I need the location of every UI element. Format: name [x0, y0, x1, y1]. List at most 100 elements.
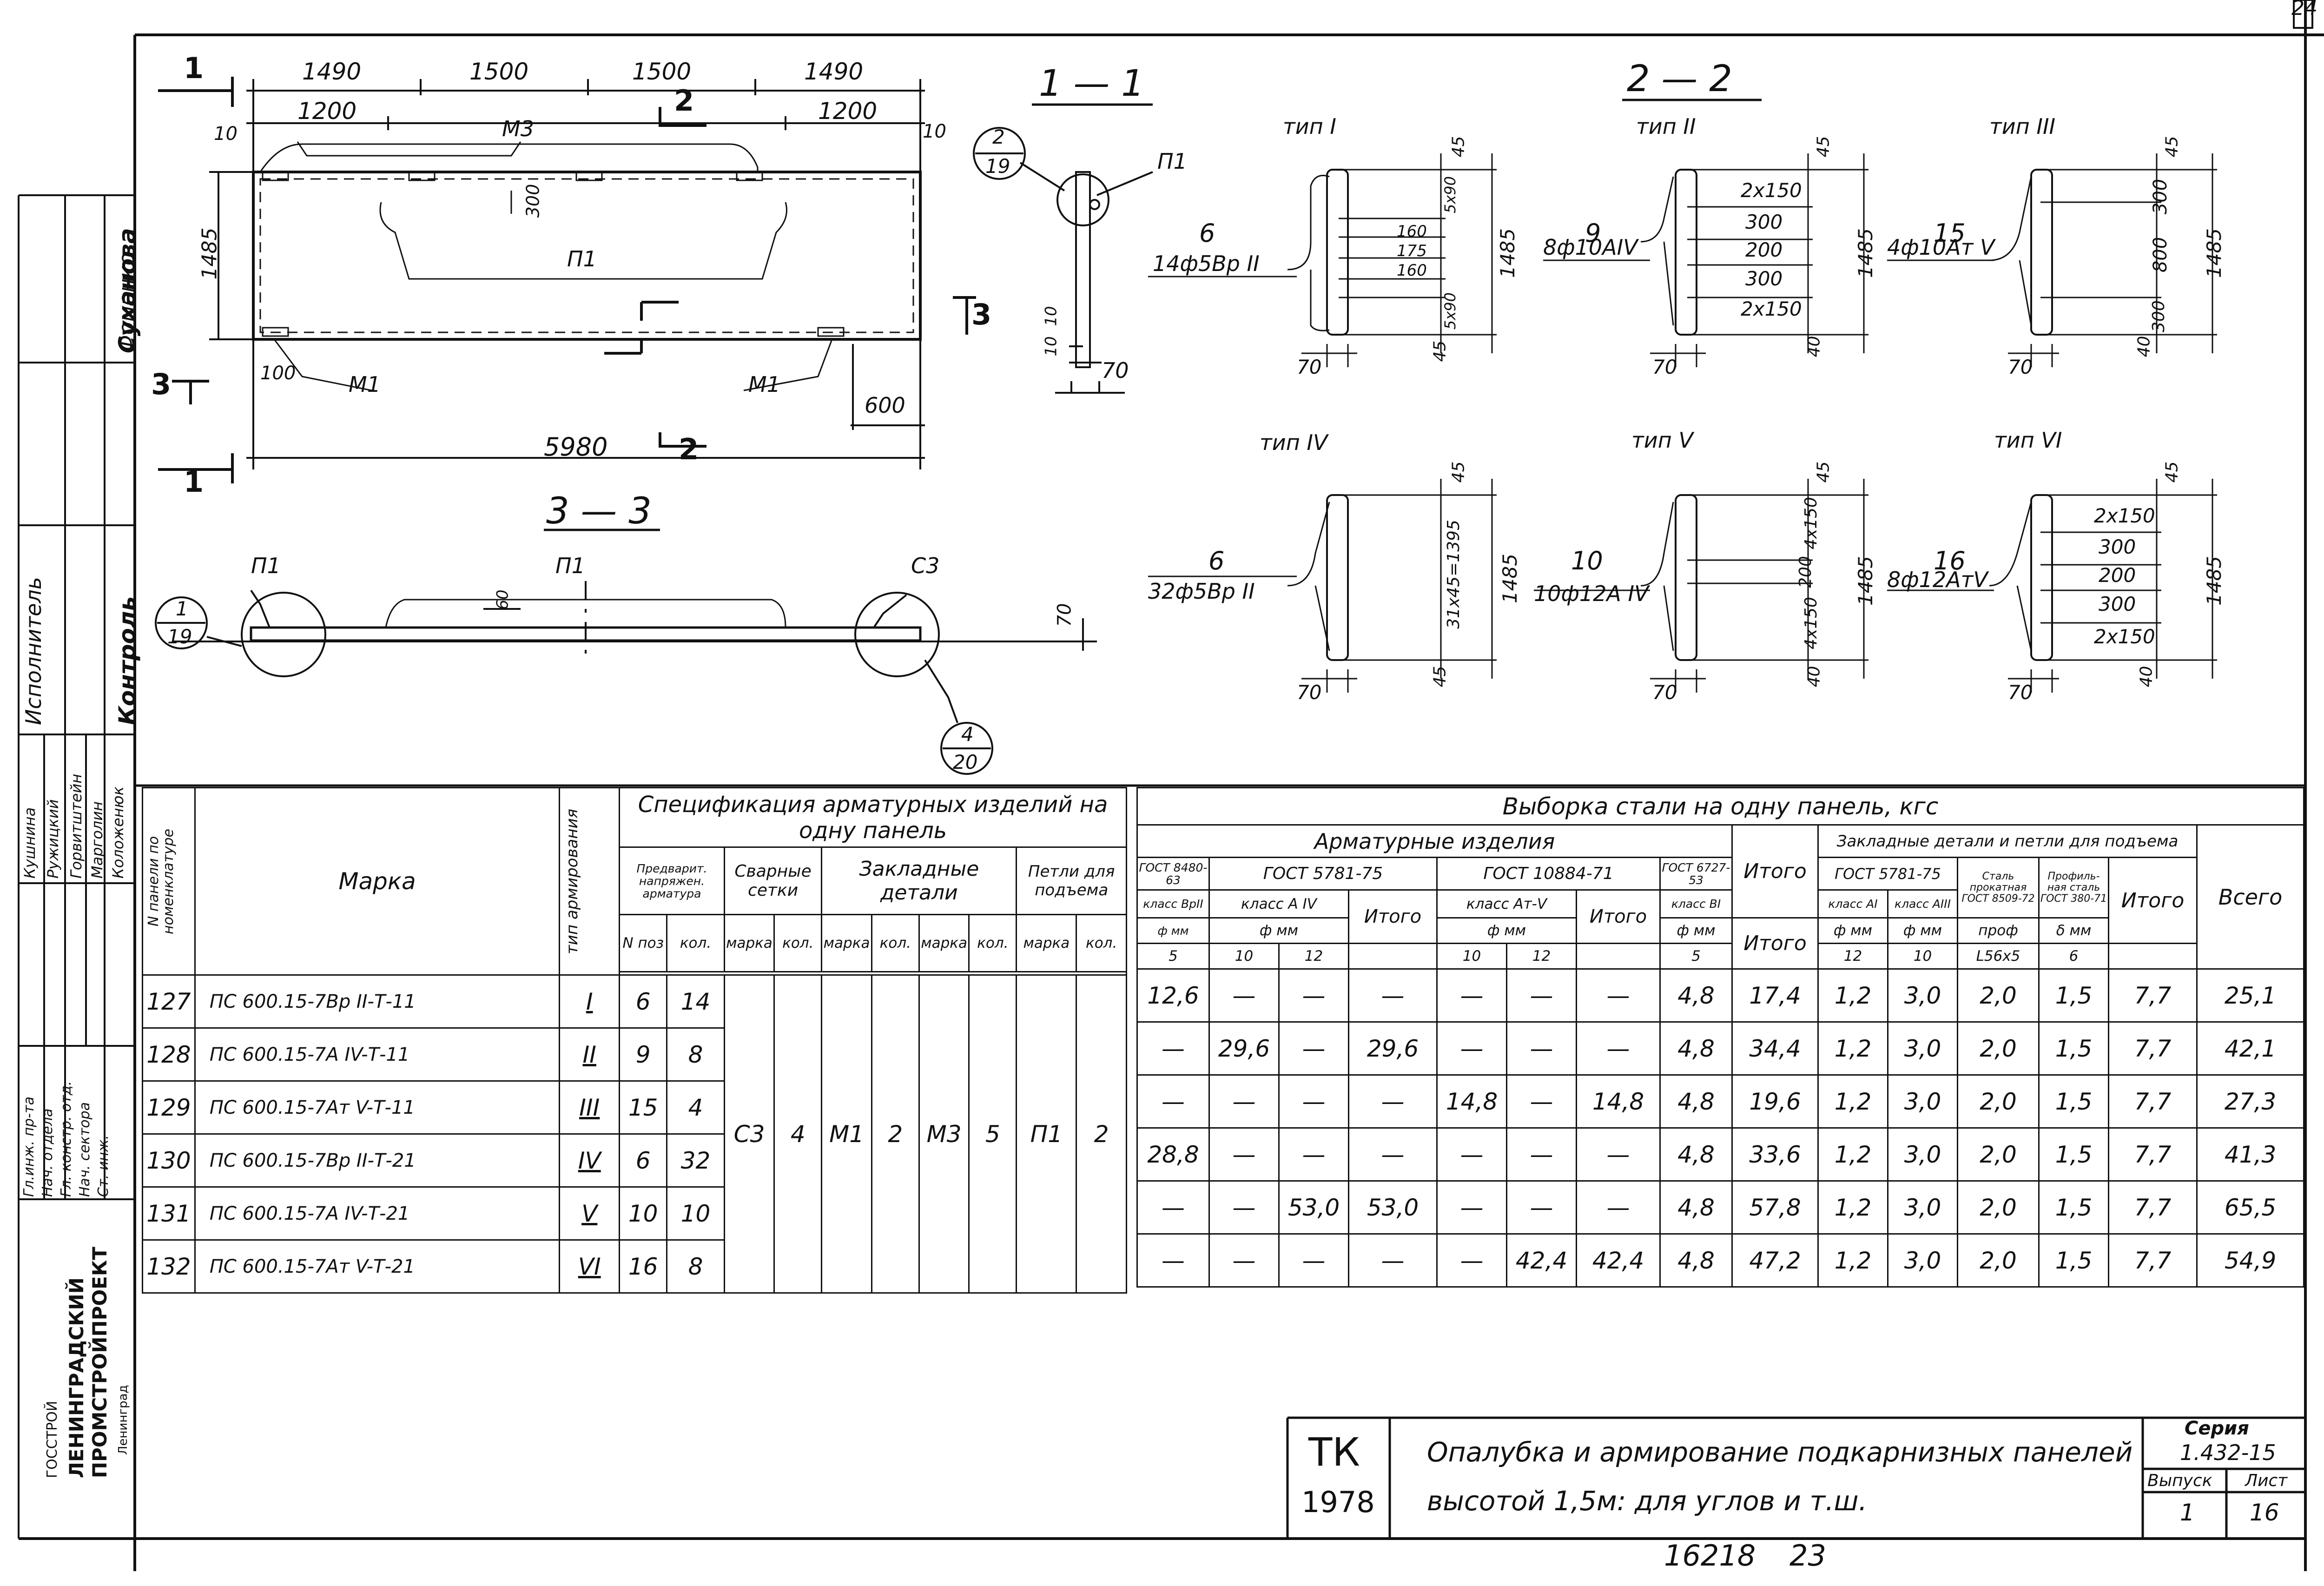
steel-itogo-arm: Итого: [1731, 917, 1819, 970]
type-1-base: 70: [1297, 356, 1322, 378]
plan-label-m3: М3: [502, 116, 534, 141]
plan-height-dim: 1485: [198, 227, 222, 280]
steel-total-header: Всего: [2196, 824, 2305, 970]
steel-diam-1: 5: [1136, 943, 1210, 970]
type-2-spec: 8ф10АIV: [1543, 235, 1638, 260]
steel-itogo-at5: Итого: [1576, 889, 1661, 944]
type-2-height: 1485: [1854, 228, 1877, 278]
spec-row: 127 ПС 600.15-7Вр II-Т-11 I 6 14 С3 4 М1…: [142, 974, 1127, 1294]
steel-dmm-5: ф мм: [1817, 917, 1888, 944]
type-1-dim-top: 45: [1449, 136, 1468, 158]
cut-mark-3-left: 3: [151, 367, 172, 401]
type-3-dim-c: 300: [2149, 300, 2168, 332]
plan-dim-100: 100: [260, 363, 296, 384]
spec-group-embedded: Закладные детали: [821, 846, 1017, 916]
steel-gost-6727: ГОСТ 6727-53: [1659, 857, 1733, 891]
type-2-base: 70: [1652, 356, 1677, 378]
type-2-dim-c: 200: [1745, 238, 1783, 261]
steel-dmm-3: ф мм: [1436, 917, 1577, 944]
type-6-dim-a: 2х150: [2094, 504, 2155, 527]
type-4-spec: 32ф5Вр II: [1148, 579, 1255, 604]
steel-gost-5781b: ГОСТ 5781-75: [1817, 857, 1958, 891]
title-block-grid: [1286, 1416, 2305, 1539]
type-5-dim-top: 45: [1814, 461, 1833, 483]
type-5-dim-c: 4х150: [1801, 597, 1821, 649]
type-6-dim-b: 300: [2099, 535, 2136, 558]
steel-diam-6: 5: [1659, 943, 1733, 970]
spec-row: 129 ПС 600.15-7Ат V-Т-11 III 15 4: [142, 1080, 1127, 1135]
steel-gost-8480: ГОСТ 8480-63: [1136, 857, 1210, 891]
type-2-dim-bottom: 40: [1804, 336, 1824, 357]
title-series-label: Серия: [2185, 1418, 2249, 1439]
section-1-1-title: 1 — 1: [1039, 63, 1144, 105]
section-3-3-callout-b-bottom: 20: [953, 751, 978, 773]
plan-length-dim: 5980: [544, 432, 608, 462]
plan-label-m1-left: М1: [349, 372, 381, 397]
plan-dim-300: 300: [522, 184, 543, 218]
type-1-rib: [1326, 169, 1349, 336]
spec-sub-mark-1: марка: [723, 914, 775, 973]
type-1-dim-b: 160: [1397, 222, 1427, 241]
steel-diam-3: 12: [1278, 943, 1349, 970]
section-1-1-dim-10a: 10: [1042, 306, 1061, 326]
plan-dim-1200-right: 1200: [818, 98, 878, 125]
stamp-control-label: Контроль: [114, 596, 141, 725]
spec-loop-qty: 2: [1076, 974, 1127, 1294]
stamp-org-2: ЛЕНИНГРАДСКИЙ: [65, 1277, 88, 1478]
type-2-dim-d: 300: [1745, 267, 1783, 290]
stamp-name-1: Кушнина: [21, 807, 39, 879]
plan-view: [158, 77, 976, 483]
steel-dmm-7: δ мм: [2038, 917, 2109, 944]
spec-emb2-qty: 5: [968, 974, 1017, 1294]
section-3-3-label-p1-left: П1: [251, 553, 281, 578]
steel-group-embedded: Закладные детали и петли для подъема: [1817, 824, 2198, 858]
type-6-name: тип VI: [1994, 428, 2062, 453]
type-4-name: тип IV: [1260, 430, 1328, 455]
stamp-name-2: Ружицкий: [44, 799, 62, 879]
steel-diam-10: 6: [2038, 943, 2109, 970]
bottom-doc-number: 16218: [1664, 1539, 1756, 1573]
type-5-spec: 10ф12А IV: [1534, 581, 1649, 606]
steel-dmm-1: ф мм: [1136, 917, 1210, 944]
steel-8509: Сталь прокатная ГОСТ 8509-72: [1957, 857, 2040, 919]
steel-itogo-2: Итого: [2108, 857, 2198, 944]
cut-mark-1-bottom: 1: [184, 465, 204, 499]
spec-sub-qty-1: кол.: [666, 914, 725, 973]
type-5-pos: 10: [1571, 546, 1603, 575]
stamp-org-3: ПРОМСТРОЙПРОЕКТ: [88, 1247, 111, 1478]
section-1-1-label-p1: П1: [1157, 149, 1187, 174]
type-1-dim-e: 5х90: [1441, 292, 1459, 330]
plan-end-dim-left: 10: [214, 123, 238, 145]
plan-dim-4: 1490: [804, 58, 864, 85]
cut-mark-2-bottom: 2: [679, 432, 699, 466]
title-line-1: Опалубка и армирование подкарнизных пане…: [1427, 1436, 2133, 1468]
steel-class-a3: класс АIII: [1887, 889, 1958, 919]
section-1-1-dim-70: 70: [1102, 358, 1129, 383]
type-3-dim-a: 300: [2150, 178, 2172, 215]
steel-diam-2: 10: [1208, 943, 1280, 970]
type-1-name: тип I: [1283, 114, 1336, 139]
stamp-org-1: ГОССТРОЙ: [44, 1401, 60, 1478]
type-1-dim-c: 175: [1397, 242, 1427, 260]
type-1-pos: 6: [1199, 218, 1215, 248]
steel-table-title: Выборка стали на одну панель, кгс: [1136, 787, 2305, 826]
steel-prof: проф: [1957, 917, 2040, 944]
spec-sub-mark-2: марка: [821, 914, 872, 973]
stamp-role-5: Ст. инж.: [95, 1135, 112, 1197]
corner-page-number: 24: [2291, 0, 2317, 20]
type-5-base: 70: [1652, 681, 1677, 704]
steel-class-a1: класс АI: [1817, 889, 1888, 919]
title-sheet-label: Лист: [2245, 1471, 2288, 1490]
steel-class-a4: класс А IV: [1208, 889, 1349, 919]
section-3-3-callout-a-bottom: 19: [167, 625, 192, 648]
type-2-dim-top: 45: [1814, 136, 1833, 158]
spec-row: 128 ПС 600.15-7А IV-Т-11 II 9 8: [142, 1027, 1127, 1082]
spec-group-prestressed: Предварит. напряжен. арматура: [619, 846, 725, 916]
plan-end-dim-right: 10: [923, 121, 946, 142]
cut-mark-3-right: 3: [971, 297, 992, 331]
type-4-rib: [1326, 494, 1349, 661]
